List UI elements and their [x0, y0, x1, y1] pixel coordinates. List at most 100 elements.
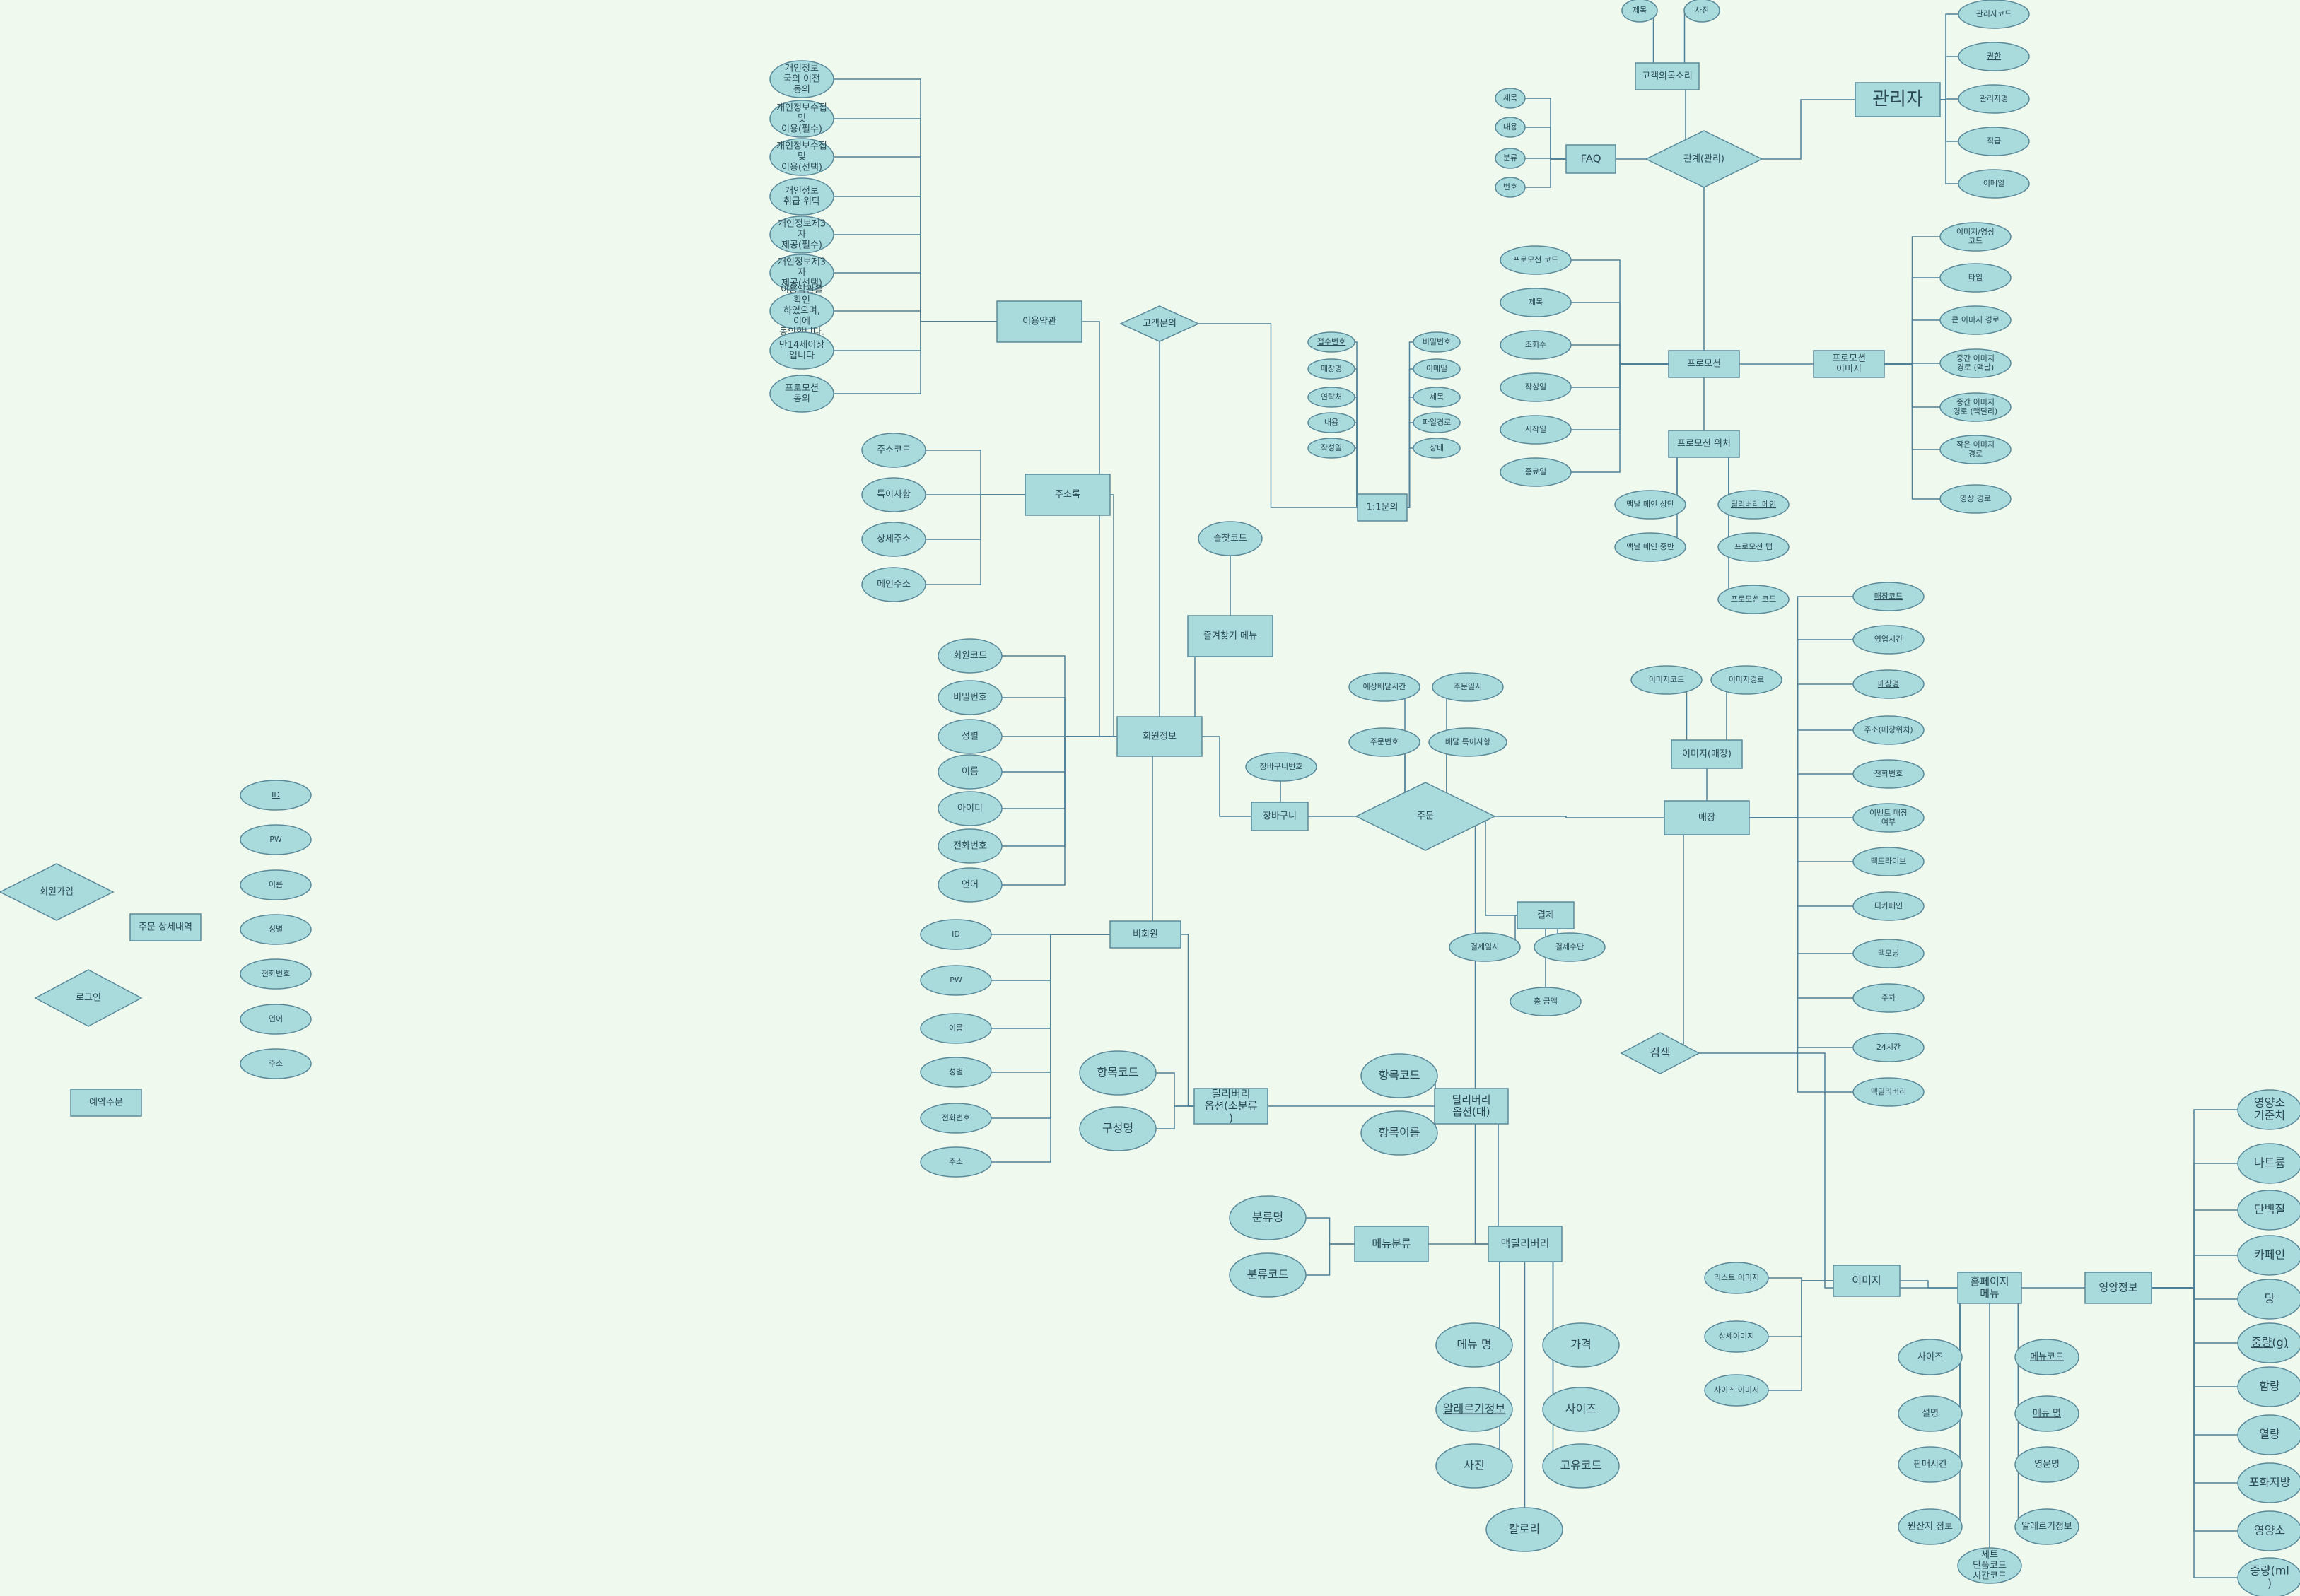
attribute-단백질[interactable]: 단백질	[2237, 1190, 2300, 1231]
attribute-성별[interactable]: 성별	[920, 1057, 992, 1088]
attribute-내용[interactable]: 내용	[1307, 412, 1355, 433]
attribute-중량-ml[interactable]: 중량(ml)	[2237, 1557, 2300, 1596]
entity-image[interactable]: 이미지	[1833, 1265, 1901, 1297]
attribute-회원코드[interactable]: 회원코드	[938, 638, 1003, 674]
attribute-id[interactable]: ID	[920, 919, 992, 950]
attribute-특이사항[interactable]: 특이사항	[861, 477, 926, 512]
attribute-매장코드[interactable]: 매장코드	[1852, 582, 1925, 611]
attribute-pw[interactable]: PW	[240, 824, 312, 855]
attribute-전화번호[interactable]: 전화번호	[240, 958, 312, 990]
entity-nonmember[interactable]: 비회원	[1109, 920, 1181, 949]
attribute-구성명[interactable]: 구성명	[1079, 1106, 1157, 1151]
attribute-메인주소[interactable]: 메인주소	[861, 567, 926, 602]
attribute-연락처[interactable]: 연락처	[1307, 387, 1355, 408]
attribute-제목[interactable]: 제목	[1495, 88, 1526, 109]
attribute-항목이름[interactable]: 항목이름	[1360, 1110, 1438, 1156]
attribute-제목[interactable]: 제목	[1621, 0, 1658, 23]
attribute-영양소[interactable]: 영양소	[2237, 1510, 2300, 1551]
attribute-주소[interactable]: 주소	[240, 1048, 312, 1079]
attribute-비밀번호[interactable]: 비밀번호	[1413, 331, 1461, 353]
attribute-내용[interactable]: 내용	[1495, 117, 1526, 138]
entity-promopos[interactable]: 프로모션 위치	[1668, 430, 1740, 458]
relationship-order[interactable]: 주문	[1355, 782, 1496, 851]
attribute-전화번호[interactable]: 전화번호	[1852, 759, 1925, 789]
relationship-inquiry[interactable]: 고객문의	[1119, 305, 1200, 342]
entity-cart[interactable]: 장바구니	[1251, 802, 1309, 831]
entity-favmenu[interactable]: 즐겨찾기 메뉴	[1187, 615, 1273, 657]
attribute-디카페인[interactable]: 디카페인	[1852, 891, 1925, 921]
entity-mcdel[interactable]: 맥딜리버리	[1488, 1226, 1563, 1262]
attribute-주소-매장위치[interactable]: 주소(매장위치)	[1852, 715, 1925, 745]
attribute-중량-g[interactable]: 중량(g)	[2237, 1322, 2300, 1363]
attribute-판매시간[interactable]: 판매시간	[1898, 1446, 1963, 1483]
attribute-비밀번호[interactable]: 비밀번호	[938, 680, 1003, 715]
entity-qna[interactable]: 1:1문의	[1357, 493, 1408, 522]
attribute-주소[interactable]: 주소	[920, 1146, 992, 1178]
attribute-매장명[interactable]: 매장명	[1307, 358, 1355, 380]
attribute-제목[interactable]: 제목	[1500, 288, 1572, 317]
attribute-카페인[interactable]: 카페인	[2237, 1235, 2300, 1276]
attribute-영상-경로[interactable]: 영상 경로	[1939, 484, 2012, 514]
attribute-사이즈-이미지[interactable]: 사이즈 이미지	[1704, 1374, 1769, 1407]
attribute-접수번호[interactable]: 접수번호	[1307, 331, 1355, 353]
attribute-전화번호[interactable]: 전화번호	[920, 1103, 992, 1134]
attribute-총-금액[interactable]: 총 금액	[1510, 987, 1582, 1016]
attribute-알레르기정보[interactable]: 알레르기정보	[1435, 1387, 1513, 1432]
attribute-이미지경로[interactable]: 이미지경로	[1710, 665, 1782, 695]
attribute-함량[interactable]: 함량	[2237, 1366, 2300, 1407]
attribute-배달-특이사항[interactable]: 배달 특이사항	[1428, 727, 1507, 757]
attribute-결제수단[interactable]: 결제수단	[1534, 932, 1606, 962]
attribute-번호[interactable]: 번호	[1495, 177, 1526, 198]
entity-address[interactable]: 주소록	[1025, 474, 1111, 516]
attribute-맥모닝[interactable]: 맥모닝	[1852, 939, 1925, 968]
attribute-딜리버리-메인[interactable]: 딜리버리 메인	[1717, 490, 1790, 520]
attribute-결제일시[interactable]: 결제일시	[1449, 932, 1521, 962]
attribute-주차[interactable]: 주차	[1852, 983, 1925, 1013]
attribute-작성일[interactable]: 작성일	[1500, 372, 1572, 402]
attribute-예상배달시간[interactable]: 예상배달시간	[1348, 672, 1420, 702]
attribute-관리자코드[interactable]: 관리자코드	[1958, 0, 2030, 29]
attribute-조회수[interactable]: 조회수	[1500, 330, 1572, 360]
attribute-사진[interactable]: 사진	[1435, 1443, 1513, 1489]
attribute-즐찾코드[interactable]: 즐찾코드	[1198, 521, 1263, 556]
attribute-관리자명[interactable]: 관리자명	[1958, 84, 2030, 114]
entity-storeimg[interactable]: 이미지(매장)	[1671, 739, 1743, 769]
attribute-권한[interactable]: 권한	[1958, 42, 2030, 71]
attribute-항목코드[interactable]: 항목코드	[1360, 1053, 1438, 1098]
entity-payment[interactable]: 결제	[1517, 901, 1575, 929]
attribute-파일경로[interactable]: 파일경로	[1413, 412, 1461, 433]
attribute-직급[interactable]: 직급	[1958, 127, 2030, 156]
attribute-이미지코드[interactable]: 이미지코드	[1630, 665, 1703, 695]
entity-nutri[interactable]: 영양정보	[2084, 1272, 2152, 1304]
entity-terms[interactable]: 이용약관	[996, 300, 1082, 343]
attribute-알레르기정보[interactable]: 알레르기정보	[2014, 1508, 2079, 1545]
attribute-종료일[interactable]: 종료일	[1500, 457, 1572, 487]
attribute-메뉴코드[interactable]: 메뉴코드	[2014, 1339, 2079, 1375]
attribute-맥드라이브[interactable]: 맥드라이브	[1852, 847, 1925, 876]
relationship-manage[interactable]: 관계(관리)	[1645, 130, 1763, 188]
attribute-상태[interactable]: 상태	[1413, 438, 1461, 459]
attribute-pw[interactable]: PW	[920, 965, 992, 996]
attribute-프로모션-코드[interactable]: 프로모션 코드	[1717, 585, 1790, 614]
attribute-설명[interactable]: 설명	[1898, 1395, 1963, 1432]
attribute-주문번호[interactable]: 주문번호	[1348, 727, 1420, 757]
attribute-시작일[interactable]: 시작일	[1500, 415, 1572, 445]
attribute-큰-이미지-경로[interactable]: 큰 이미지 경로	[1939, 305, 2012, 335]
relationship-login[interactable]: 로그인	[34, 969, 143, 1027]
attribute-이름[interactable]: 이름	[938, 754, 1003, 790]
attribute-맥날-메인-상단[interactable]: 맥날 메인 상단	[1614, 490, 1686, 520]
attribute-작은-이미지-경로[interactable]: 작은 이미지경로	[1939, 435, 2012, 464]
